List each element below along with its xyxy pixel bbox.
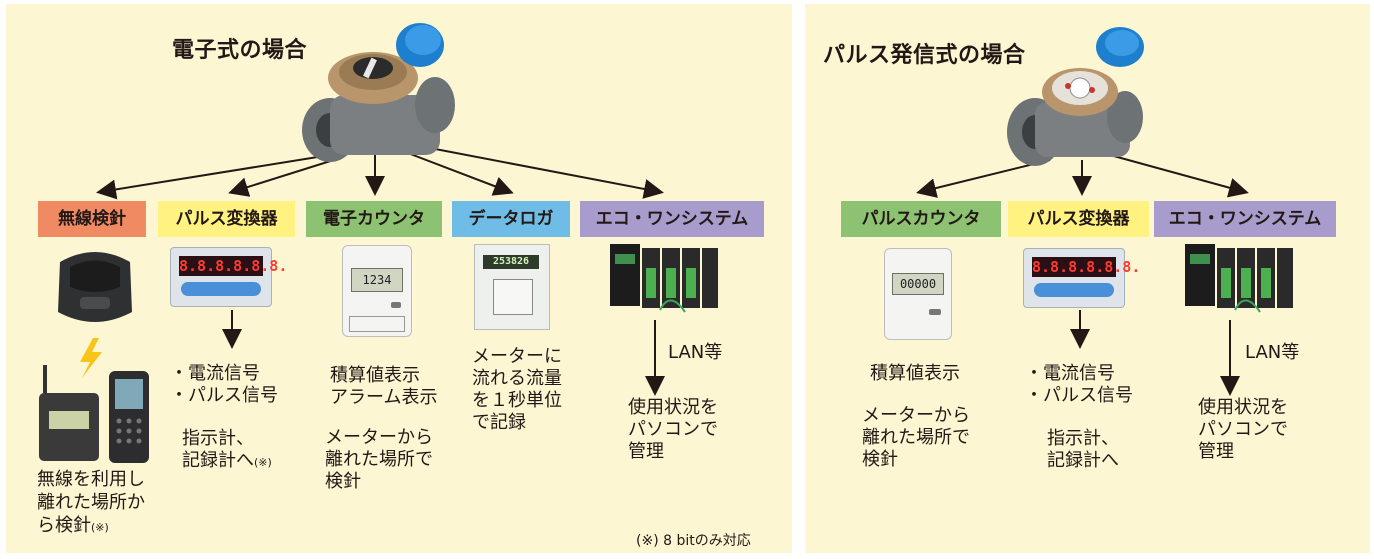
arrow-to-wireless	[96, 154, 331, 200]
pulse-converter-display-r: 8.8.8.8.8.8.	[1032, 257, 1141, 277]
electronic-counter-device: 1234	[342, 245, 412, 337]
eco-system-plc-image-r	[1185, 244, 1293, 313]
tag-pulse-converter: パルス変換器	[158, 201, 295, 237]
tag-eco-system: エコ・ワンシステム	[580, 201, 764, 237]
pulse-converter-usage-r: 指示計、 記録計へ	[1047, 428, 1119, 471]
arrow-to-eco-system	[429, 147, 664, 199]
pulse-title: パルス発信式の場合	[823, 43, 1026, 68]
tag-wireless: 無線検針	[38, 201, 146, 237]
arrow-to-data-logger	[399, 149, 514, 196]
arrow-to-eco-system-r	[1109, 154, 1249, 198]
counter-remote-reading: メーターから 離れた場所で 検針	[325, 427, 433, 492]
eco-description-r: 使用状況を パソコンで 管理	[1198, 397, 1288, 462]
pulse-counter-remote: メーターから 離れた場所で 検針	[862, 405, 970, 470]
tag-electronic-counter: 電子カウンタ	[306, 201, 442, 237]
pulse-counter-feature: 積算値表示	[870, 363, 960, 384]
arrow-to-pulse-converter	[228, 157, 341, 197]
handheld-terminal-image	[39, 365, 149, 463]
pulse-meter-image	[1007, 27, 1144, 166]
tag-eco-system-r: エコ・ワンシステム	[1154, 201, 1336, 237]
eco-lan-label: LAN等	[668, 342, 723, 363]
data-logger-device: 253826	[474, 244, 550, 330]
tag-data-logger: データロガ	[452, 201, 570, 237]
arrow-to-pulse-counter	[916, 159, 1051, 198]
tag-pulse-converter-r: パルス変換器	[1008, 201, 1149, 237]
wireless-description: 無線を利用し 離れた場所か ら検針(※)	[37, 469, 145, 536]
pulse-counter-device: 00000	[884, 248, 952, 340]
electronic-meter-image	[302, 23, 455, 162]
counter-display-features: 積算値表示 アラーム表示	[330, 365, 438, 408]
data-logger-display: 253826	[483, 255, 539, 269]
wireless-base-image	[58, 252, 132, 322]
pulse-converter-signals-r: ・電流信号 ・パルス信号	[1025, 363, 1133, 406]
eco-system-plc-image	[610, 244, 718, 313]
pulse-counter-display: 00000	[892, 273, 944, 295]
logger-description: メーターに 流れる流量 を１秒単位 で記録	[472, 346, 562, 433]
pulse-converter-signals: ・電流信号 ・パルス信号	[170, 363, 278, 406]
eco-lan-label-r: LAN等	[1245, 342, 1300, 363]
tag-pulse-counter: パルスカウンタ	[841, 201, 1001, 237]
lightning-icon	[80, 338, 102, 378]
electronic-counter-display: 1234	[351, 268, 403, 292]
pulse-converter-display: 8.8.8.8.8.8.	[179, 256, 288, 276]
pulse-converter-device-r: 8.8.8.8.8.8.	[1023, 248, 1141, 308]
pulse-converter-usage: 指示計、 記録計へ(※)	[182, 428, 272, 471]
eco-description: 使用状況を パソコンで 管理	[628, 397, 718, 462]
footnote: (※) 8 bitのみ対応	[636, 533, 751, 549]
pulse-converter-device: 8.8.8.8.8.8.	[170, 247, 288, 307]
electronic-title: 電子式の場合	[172, 38, 308, 63]
